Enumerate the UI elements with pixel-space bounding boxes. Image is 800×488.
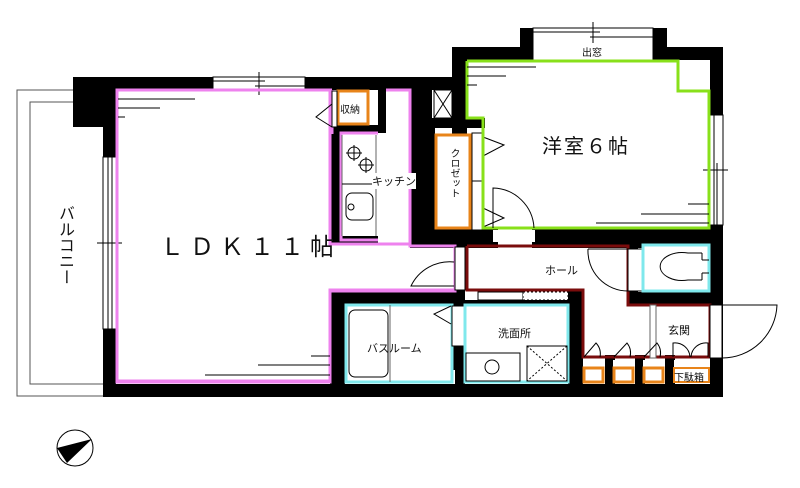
washroom-room (463, 303, 570, 384)
vent-shaft-icon (433, 89, 453, 119)
toilet-door (587, 248, 629, 292)
ldk-top-window (212, 72, 306, 95)
bay-window (532, 22, 654, 61)
shoe-box-doors (583, 342, 709, 358)
sink-icon (345, 192, 374, 221)
room-label-balcony: バルコニー (56, 205, 75, 285)
western-room-dimension-lines (467, 66, 709, 224)
room-label-shoe-box: 下駄箱 (674, 373, 704, 384)
ldk-dimension-lines (118, 98, 330, 376)
western-room-outline (465, 59, 711, 230)
toilet-icon (659, 252, 709, 281)
closet-box (434, 133, 472, 230)
room-label-washroom: 洗面所 (498, 327, 531, 340)
storage-box (336, 89, 370, 126)
stove-burner-icon (346, 145, 374, 173)
bathtub-icon (348, 309, 389, 378)
room-label-western-room: 洋室６帖 (542, 134, 630, 158)
washbasin-icon (484, 359, 500, 375)
entrance-door (709, 304, 778, 359)
room-label-bathroom: バスルーム (367, 342, 422, 355)
toilet-room (641, 243, 711, 293)
room-label-kitchen: キッチン (372, 173, 416, 189)
shoe-box-units (582, 360, 710, 384)
western-room-window (703, 114, 728, 226)
storage-door-icon (315, 103, 333, 128)
ldk-door (410, 246, 466, 291)
room-label-closet: クロゼット (448, 148, 459, 198)
western-room-door (492, 187, 535, 242)
balcony-area (16, 89, 103, 397)
room-label-entrance: 玄関 (668, 324, 690, 337)
room-label-hall: ホール (545, 264, 578, 277)
room-label-ldk: ＬＤＫ１１帖 (160, 233, 340, 261)
closet-door-icon (482, 136, 506, 157)
washing-machine-icon (526, 345, 568, 382)
north-arrow-icon (56, 429, 94, 467)
room-label-bay-window: 出窓 (582, 48, 602, 59)
bathroom-door-icon (432, 305, 452, 325)
room-label-storage: 収納 (340, 105, 360, 116)
